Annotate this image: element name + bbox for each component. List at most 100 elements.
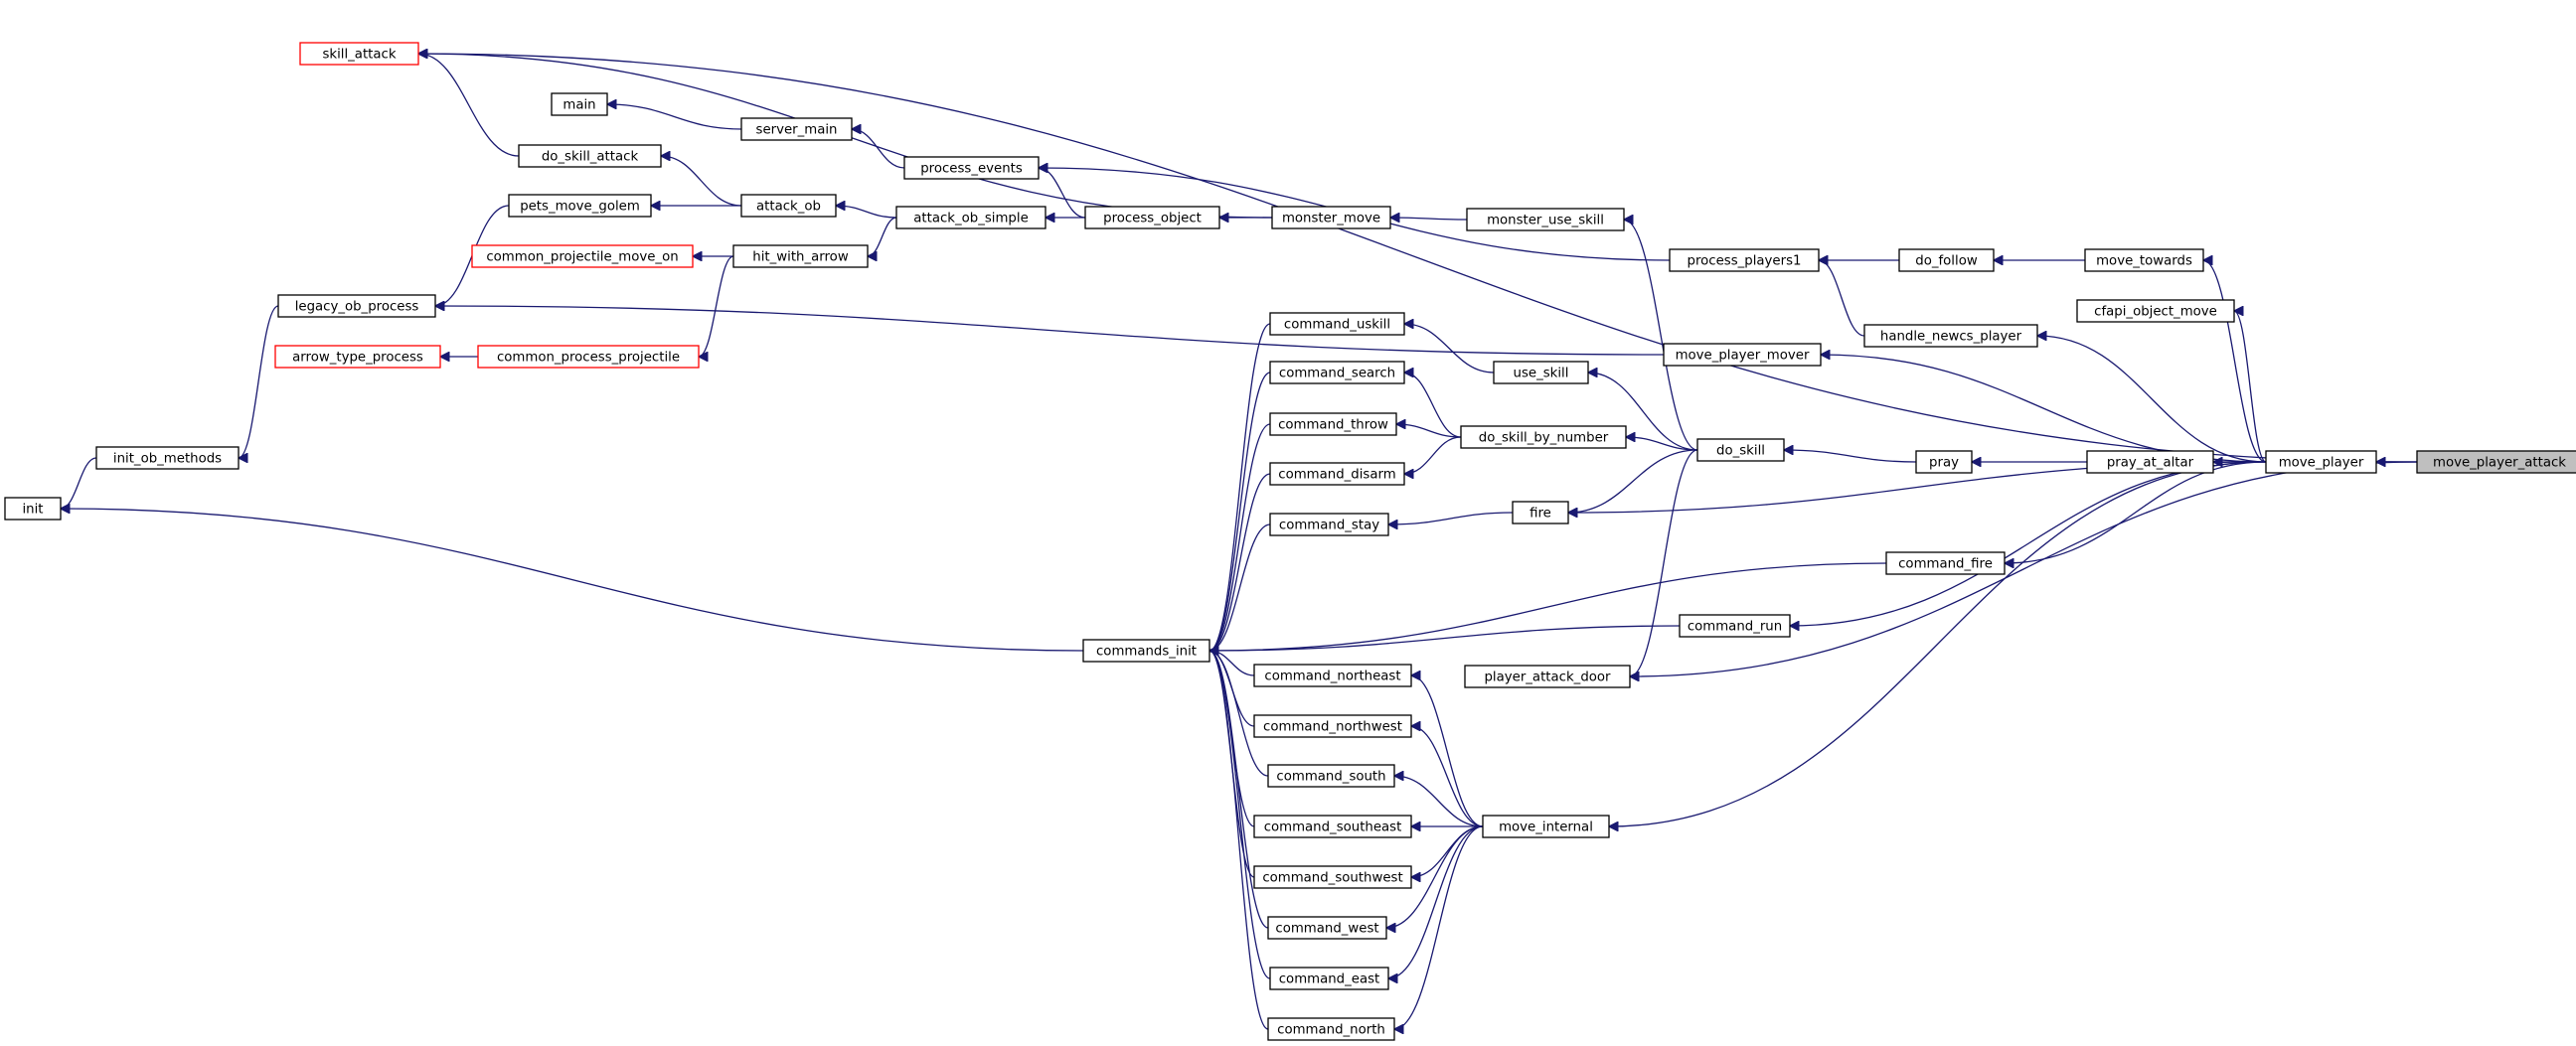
node-box: [1464, 665, 1631, 688]
node-pray[interactable]: pray: [1915, 450, 1973, 474]
node-move_player[interactable]: move_player: [2265, 450, 2377, 474]
node-move_player_attack[interactable]: move_player_attack: [2416, 450, 2576, 474]
node-command_uskill[interactable]: command_uskill: [1269, 312, 1405, 336]
node-box: [1269, 412, 1397, 436]
node-move_internal[interactable]: move_internal: [1482, 815, 1610, 838]
node-command_southwest[interactable]: command_southwest: [1253, 865, 1412, 889]
node-box: [4, 497, 62, 521]
edge-fire-to-command_stay: [1388, 512, 1514, 524]
node-label: skill_attack: [322, 48, 396, 63]
node-label: process_object: [1103, 212, 1202, 226]
node-hit_with_arrow[interactable]: hit_with_arrow: [732, 244, 869, 268]
node-command_search[interactable]: command_search: [1269, 361, 1405, 384]
node-label: monster_use_skill: [1487, 214, 1604, 228]
edge-command_east-to-commands_init: [1209, 651, 1271, 979]
node-box: [740, 117, 853, 141]
node-label: command_northeast: [1264, 670, 1400, 684]
node-command_fire[interactable]: command_fire: [1885, 551, 2006, 575]
node-box: [1253, 865, 1412, 889]
node-box: [508, 194, 652, 218]
node-box: [2265, 450, 2377, 474]
edge-process_events-to-server_main: [852, 129, 905, 169]
node-label: process_events: [920, 162, 1023, 177]
node-command_northeast[interactable]: command_northeast: [1253, 664, 1412, 687]
node-do_follow[interactable]: do_follow: [1898, 248, 1995, 272]
node-process_events[interactable]: process_events: [903, 156, 1040, 180]
node-box: [1267, 916, 1387, 940]
edge-process_object-to-process_events: [1039, 168, 1086, 219]
node-do_skill[interactable]: do_skill: [1696, 438, 1785, 462]
node-label: command_northwest: [1263, 720, 1402, 735]
node-label: init: [22, 503, 43, 518]
edge-do_skill_attack-to-skill_attack: [418, 54, 520, 157]
node-label: monster_move: [1282, 212, 1380, 226]
edge-handle_newcs_player-to-process_players1: [1819, 260, 1865, 337]
node-process_players1[interactable]: process_players1: [1669, 248, 1820, 272]
node-label: command_run: [1688, 620, 1782, 635]
edge-do_skill-to-fire: [1568, 449, 1698, 513]
node-box: [1084, 206, 1220, 229]
node-box: [1482, 815, 1610, 838]
edge-monster_use_skill-to-monster_move: [1390, 218, 1468, 220]
node-box: [1493, 361, 1589, 384]
node-command_stay[interactable]: command_stay: [1269, 513, 1389, 536]
node-move_player_mover[interactable]: move_player_mover: [1663, 343, 1822, 367]
edge-command_south-to-commands_init: [1209, 651, 1269, 777]
node-handle_newcs_player[interactable]: handle_newcs_player: [1863, 324, 2038, 348]
node-box: [2076, 299, 2235, 323]
edge-move_player-to-move_internal: [1609, 461, 2267, 826]
node-init_ob_methods[interactable]: init_ob_methods: [95, 446, 240, 470]
node-fire[interactable]: fire: [1512, 501, 1569, 524]
node-commands_init[interactable]: commands_init: [1082, 639, 1210, 663]
edge-move_player_attack-to-player_attack_door: [1630, 461, 2418, 676]
node-legacy_ob_process[interactable]: legacy_ob_process: [277, 294, 436, 318]
node-server_main[interactable]: server_main: [740, 117, 853, 141]
node-monster_use_skill[interactable]: monster_use_skill: [1466, 208, 1625, 231]
node-box: [1082, 639, 1210, 663]
edge-command_fire-to-commands_init: [1209, 562, 1887, 651]
node-main[interactable]: main: [551, 92, 608, 116]
node-attack_ob_simple[interactable]: attack_ob_simple: [895, 206, 1046, 229]
node-command_southeast[interactable]: command_southeast: [1253, 815, 1412, 838]
node-box: [95, 446, 240, 470]
node-command_disarm[interactable]: command_disarm: [1269, 462, 1405, 486]
node-do_skill_by_number[interactable]: do_skill_by_number: [1460, 425, 1627, 449]
node-do_skill_attack[interactable]: do_skill_attack: [518, 144, 662, 168]
node-command_throw[interactable]: command_throw: [1269, 412, 1397, 436]
node-move_towards[interactable]: move_towards: [2084, 248, 2204, 272]
node-pray_at_altar[interactable]: pray_at_altar: [2086, 450, 2214, 474]
node-use_skill[interactable]: use_skill: [1493, 361, 1589, 384]
edge-do_skill-to-monster_use_skill: [1624, 220, 1698, 451]
node-command_east[interactable]: command_east: [1269, 967, 1389, 990]
node-command_northwest[interactable]: command_northwest: [1253, 714, 1412, 738]
edge-move_player-to-cfapi_object_move: [2233, 311, 2267, 463]
node-command_run[interactable]: command_run: [1679, 614, 1791, 638]
node-box: [1663, 343, 1822, 367]
node-monster_move[interactable]: monster_move: [1271, 206, 1391, 229]
edge-move_player_attack-to-skill_attack: [418, 54, 2418, 463]
node-command_south[interactable]: command_south: [1267, 764, 1395, 788]
node-arrow_type_process[interactable]: arrow_type_process: [274, 345, 441, 369]
node-process_object[interactable]: process_object: [1084, 206, 1220, 229]
node-skill_attack[interactable]: skill_attack: [299, 42, 419, 66]
node-label: pray: [1929, 456, 1959, 471]
node-command_north[interactable]: command_north: [1267, 1017, 1395, 1041]
node-label: player_attack_door: [1484, 671, 1611, 685]
node-label: do_skill_by_number: [1479, 431, 1609, 446]
node-box: [1863, 324, 2038, 348]
edge-do_skill-to-player_attack_door: [1630, 449, 1698, 676]
node-player_attack_door[interactable]: player_attack_door: [1464, 665, 1631, 688]
node-pets_move_golem[interactable]: pets_move_golem: [508, 194, 652, 218]
edge-hit_with_arrow-to-common_process_projectile: [699, 255, 734, 357]
node-box: [2086, 450, 2214, 474]
node-init[interactable]: init: [4, 497, 62, 521]
node-common_process_projectile[interactable]: common_process_projectile: [477, 345, 700, 369]
node-common_projectile_move_on[interactable]: common_projectile_move_on: [471, 244, 694, 268]
node-label: command_fire: [1898, 557, 1993, 572]
edge-command_throw-to-commands_init: [1209, 423, 1271, 651]
node-label: attack_ob_simple: [913, 212, 1029, 226]
node-attack_ob[interactable]: attack_ob: [740, 194, 837, 218]
node-cfapi_object_move[interactable]: cfapi_object_move: [2076, 299, 2235, 323]
node-box: [1271, 206, 1391, 229]
node-command_west[interactable]: command_west: [1267, 916, 1387, 940]
